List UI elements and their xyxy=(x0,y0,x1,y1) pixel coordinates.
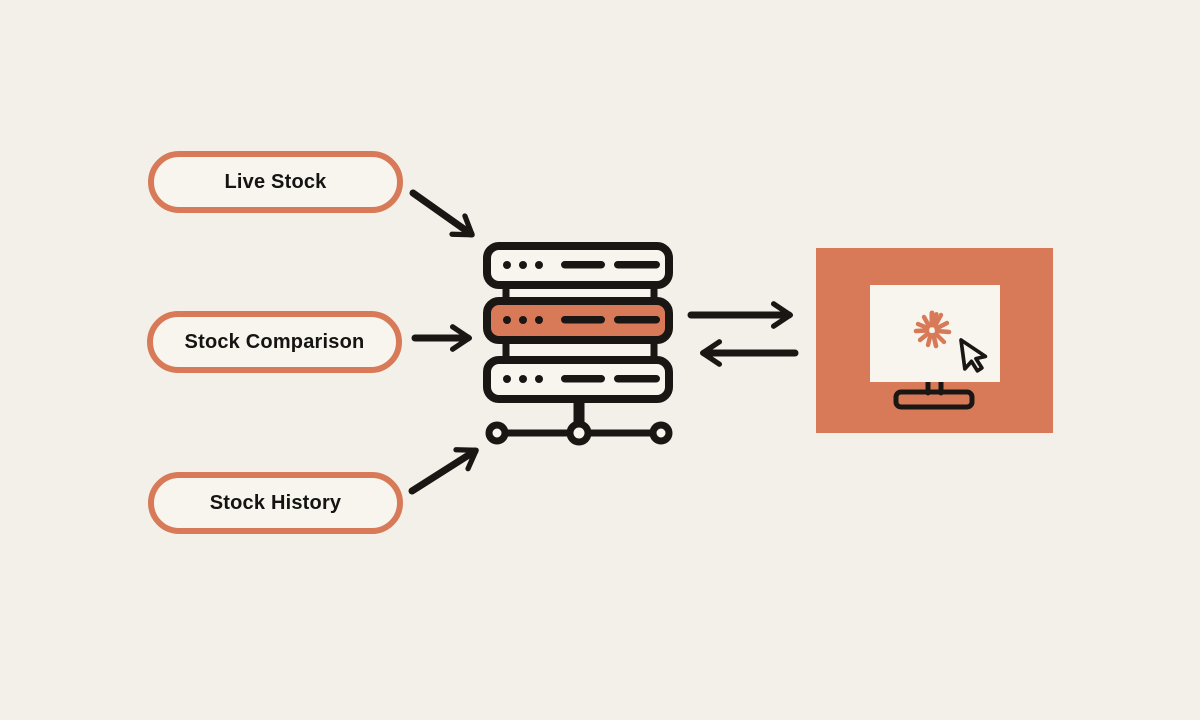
server-stack-icon xyxy=(483,242,673,446)
arrow-stock-history-to-server xyxy=(408,447,479,495)
server-row-bottom xyxy=(483,356,673,403)
server-row-middle-active xyxy=(483,297,673,344)
network-nodes xyxy=(485,420,673,446)
node-live-stock: Live Stock xyxy=(148,151,403,213)
node-stock-comparison: Stock Comparison xyxy=(147,311,402,373)
node-stock-history-label: Stock History xyxy=(209,491,342,514)
node-stock-comparison-label: Stock Comparison xyxy=(184,330,365,353)
server-row-top xyxy=(483,242,673,289)
starburst-icon xyxy=(913,310,952,349)
cursor-arrow-icon xyxy=(959,338,988,373)
node-stock-history: Stock History xyxy=(148,472,403,534)
monitor-cursor-icon xyxy=(816,248,1053,433)
arrow-live-stock-to-server xyxy=(409,189,475,238)
node-live-stock-label: Live Stock xyxy=(224,170,327,193)
